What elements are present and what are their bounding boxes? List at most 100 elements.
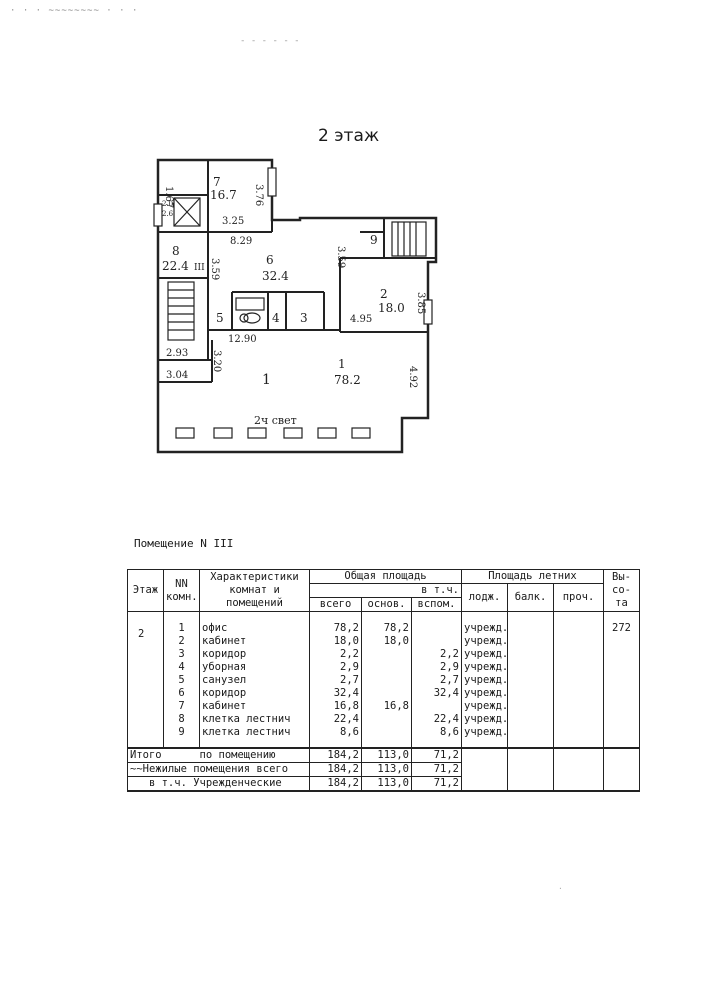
table-row: 9 клетка лестнич 8,6 8,6 учрежд. — [127, 726, 640, 748]
premise-title: Помещение N III — [134, 537, 234, 550]
cell-height — [603, 726, 640, 748]
totals-main: 113,0 — [361, 762, 412, 777]
header-total-area: Общая площадь — [309, 569, 462, 584]
room-5-number: 5 — [216, 311, 224, 325]
scan-speck: · — [558, 884, 563, 893]
cell-type: учрежд. — [461, 648, 508, 661]
cell-room-number: 1 — [163, 611, 200, 635]
plan-inner-walls — [158, 160, 436, 383]
cell-room-number: 3 — [163, 648, 200, 661]
header-other: проч. — [553, 583, 604, 612]
floor-title: 2 этаж — [318, 126, 380, 146]
cell-room-number: 8 — [163, 713, 200, 726]
cell-floor — [127, 713, 164, 726]
cell-floor — [127, 635, 164, 648]
cell-floor — [127, 674, 164, 687]
dim-3-25: 3.25 — [222, 216, 244, 227]
cell-total: 2,7 — [309, 674, 362, 687]
totals-label: в т.ч. Учрежденческие — [127, 776, 310, 792]
cell-height — [603, 661, 640, 674]
header-aux: вспом. — [411, 597, 462, 612]
cell-aux: 22,4 — [411, 713, 462, 726]
header-loggia: лодж. — [461, 583, 508, 612]
dim-4-95: 4.95 — [350, 314, 372, 325]
cell-total: 8,6 — [309, 726, 362, 748]
cell-height — [603, 648, 640, 661]
table-row: 7 кабинет 16,8 16,8 учрежд. — [127, 700, 640, 713]
cell-type: учрежд. — [461, 687, 508, 700]
room-3-number: 3 — [300, 311, 308, 325]
room-1-number: 1 — [338, 357, 346, 371]
dim-8-29: 8.29 — [230, 236, 252, 247]
cell-height — [603, 674, 640, 687]
cell-total: 2,9 — [309, 661, 362, 674]
room-8-area: 22.4 — [162, 259, 189, 273]
plan-fixtures — [235, 297, 265, 324]
cell-aux: 2,9 — [411, 661, 462, 674]
cell-main: 16,8 — [361, 700, 412, 713]
dim-1-67: 1.67 — [163, 186, 174, 208]
cell-height — [603, 687, 640, 700]
cell-main — [361, 713, 412, 726]
top-dash-mark: - - - - - - — [240, 36, 300, 46]
cell-aux — [411, 611, 462, 635]
cell-total: 16,8 — [309, 700, 362, 713]
cell-room-name: уборная — [199, 661, 310, 674]
header-floor: Этаж — [127, 569, 164, 612]
dim-3-20: 3.20 — [211, 350, 222, 372]
cell-aux — [411, 635, 462, 648]
cell-floor — [127, 648, 164, 661]
totals-row: в т.ч. Учрежденческие 184,2 113,0 71,2 — [127, 776, 640, 792]
cell-room-name: офис — [199, 611, 310, 635]
room-2-area: 18.0 — [378, 301, 405, 315]
cell-aux: 2,7 — [411, 674, 462, 687]
cell-type: учрежд. — [461, 713, 508, 726]
totals-total: 184,2 — [309, 762, 362, 777]
cell-room-number: 7 — [163, 700, 200, 713]
cell-room-name: коридор — [199, 648, 310, 661]
totals-aux: 71,2 — [411, 747, 462, 763]
cell-type: учрежд. — [461, 726, 508, 748]
cell-height — [603, 635, 640, 648]
premise-roman-number: III — [194, 263, 205, 273]
cell-room-number: 5 — [163, 674, 200, 687]
plan-stairs — [167, 197, 427, 341]
header-total: всего — [309, 597, 362, 612]
dim-3-59-right: 3.59 — [335, 246, 346, 268]
dim-3-59-left: 3.59 — [209, 258, 220, 280]
totals-aux: 71,2 — [411, 762, 462, 777]
room-9-number: 9 — [370, 233, 378, 247]
cell-height — [603, 700, 640, 713]
header-including: в т.ч. — [309, 583, 462, 598]
floor-plan: 7 16.7 8 22.4 III 6 32.4 9 2 18.0 1 78.2… — [153, 158, 438, 454]
cell-main: 78,2 — [361, 611, 412, 635]
cell-room-number: 2 — [163, 635, 200, 648]
cell-main — [361, 674, 412, 687]
cell-type: учрежд. — [461, 674, 508, 687]
dim-3-85: 3.85 — [415, 292, 426, 314]
cell-type: учрежд. — [461, 661, 508, 674]
cell-total: 2,2 — [309, 648, 362, 661]
cell-type: учрежд. — [461, 700, 508, 713]
cell-total: 22,4 — [309, 713, 362, 726]
room-2-number: 2 — [380, 287, 388, 301]
dim-3-04: 3.04 — [166, 370, 188, 381]
cell-floor — [127, 661, 164, 674]
room-1-area: 78.2 — [334, 373, 361, 387]
cell-height — [603, 713, 640, 726]
table-row: 1 офис 78,2 78,2 учрежд. 272 — [127, 611, 640, 635]
table-row: 6 коридор 32,4 32,4 учрежд. — [127, 687, 640, 700]
cell-aux: 2,2 — [411, 648, 462, 661]
totals-row: Итого по помещению 184,2 113,0 71,2 — [127, 747, 640, 763]
cell-aux: 32,4 — [411, 687, 462, 700]
cell-room-name: клетка лестнич — [199, 713, 310, 726]
room-marker-label: 1 — [262, 372, 271, 388]
window-note: 2ч свет — [254, 414, 297, 427]
cell-main — [361, 661, 412, 674]
header-characteristics: Характеристики комнат и помещений — [199, 569, 310, 612]
totals-total: 184,2 — [309, 776, 362, 792]
dim-12-90: 12.90 — [228, 334, 257, 345]
header-room-number: NN комн. — [163, 569, 200, 612]
room-6-number: 6 — [266, 253, 274, 267]
cell-aux: 8,6 — [411, 726, 462, 748]
